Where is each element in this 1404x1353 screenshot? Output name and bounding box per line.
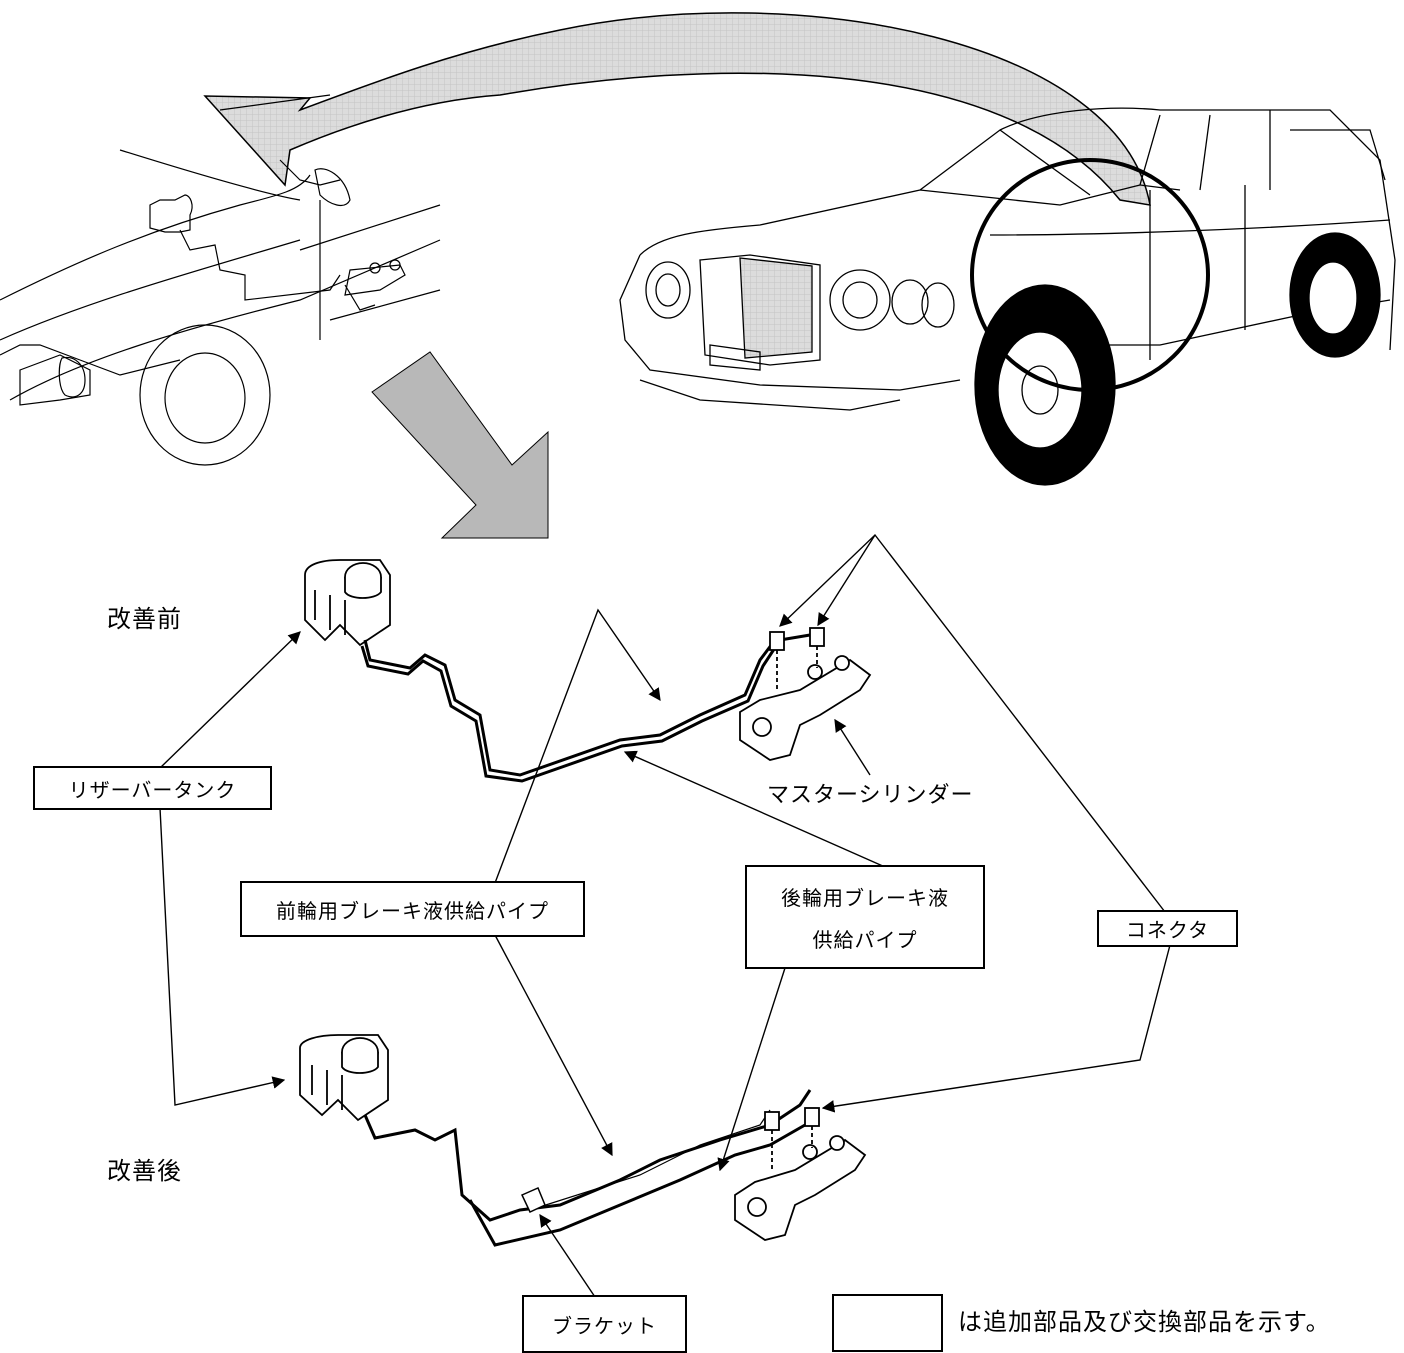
master-cylinder-icon [739, 627, 872, 761]
legend-sample-box [832, 1294, 943, 1352]
reservoir-tank-label: リザーバータンク [33, 766, 272, 810]
bracket-label: ブラケット [522, 1295, 687, 1353]
rear-pipe-label: 後輪用ブレーキ液 供給パイプ [745, 865, 985, 969]
bracket-icon [520, 1187, 546, 1213]
curved-arrow [203, 12, 1151, 206]
section-before-label: 改善前 [107, 605, 182, 633]
master-cylinder-icon [734, 1107, 867, 1241]
front-pipe-label: 前輪用ブレーキ液供給パイプ [240, 881, 585, 937]
pipe-before [360, 633, 811, 783]
section-after-label: 改善後 [107, 1157, 182, 1185]
car-detail-icon [0, 94, 441, 466]
pipe-after [363, 1089, 812, 1247]
reservoir-tank-icon [299, 1034, 389, 1122]
leader-lines [159, 533, 1171, 1298]
connector-label: コネクタ [1097, 910, 1238, 947]
rear-pipe-label-line1: 後輪用ブレーキ液 [781, 885, 949, 910]
legend-text: は追加部品及び交換部品を示す。 [958, 1308, 1331, 1336]
car-icon [619, 107, 1396, 486]
master-cylinder-label: マスターシリンダー [767, 783, 974, 808]
reservoir-tank-icon [304, 559, 391, 647]
big-arrow [371, 351, 549, 539]
rear-pipe-label-line2: 供給パイプ [812, 927, 918, 952]
